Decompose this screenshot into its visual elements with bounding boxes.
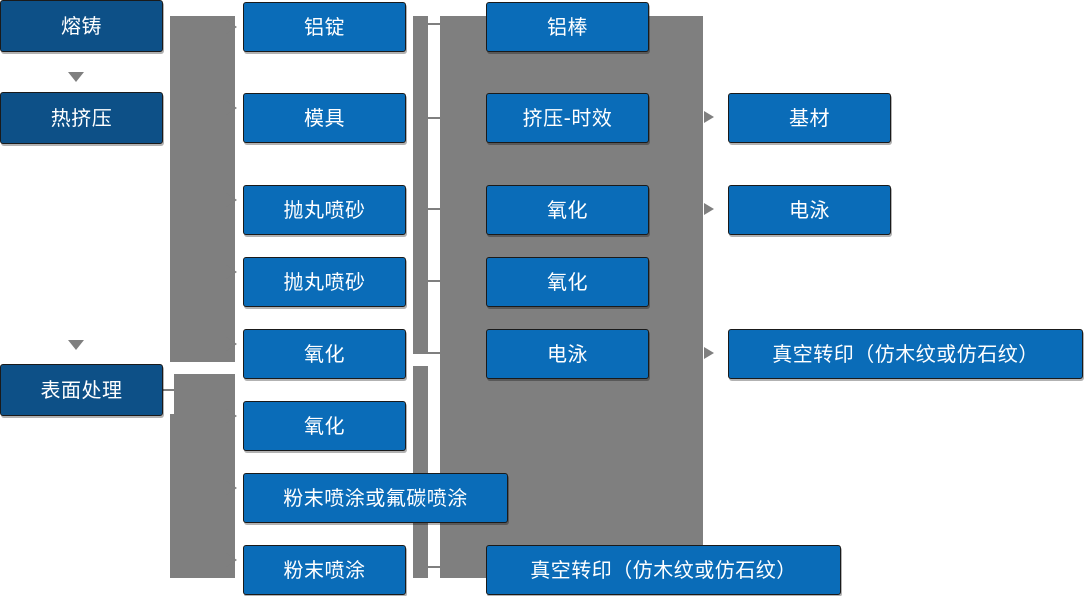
process-box-vacuum-transfer[interactable]: 真空转印（仿木纹或仿石纹） bbox=[486, 545, 841, 595]
process-label-oxidation-2: 氧化 bbox=[547, 270, 588, 294]
material-label-shot-blast-1: 抛丸喷砂 bbox=[283, 198, 366, 222]
process-label-electrophoresis: 电泳 bbox=[547, 342, 588, 366]
process-label-extrude-aging: 挤压-时效 bbox=[522, 106, 613, 130]
material-label-oxidation-1: 氧化 bbox=[304, 342, 345, 366]
material-label-powder-coating: 粉末喷涂 bbox=[283, 558, 366, 582]
stage-label-hot-extrude: 热挤压 bbox=[50, 106, 113, 130]
connector-tick-1 bbox=[428, 23, 442, 25]
material-box-powder-coating[interactable]: 粉末喷涂 bbox=[243, 545, 406, 595]
material-label-powder-or-pvdf: 粉末喷涂或氟碳喷涂 bbox=[283, 486, 468, 510]
stage-label-surface-treat: 表面处理 bbox=[40, 378, 123, 402]
connector-tick-3 bbox=[428, 208, 442, 210]
material-label-shot-blast-2: 抛丸喷砂 bbox=[283, 270, 366, 294]
connector-stub-surface-treat bbox=[163, 389, 187, 391]
stage-label-melt-cast: 熔铸 bbox=[61, 14, 102, 38]
connector-band-left-notch2 bbox=[162, 362, 174, 414]
stage-box-surface-treat[interactable]: 表面处理 bbox=[0, 364, 163, 416]
material-label-aluminum-ingot: 铝锭 bbox=[304, 15, 345, 39]
material-box-shot-blast-1[interactable]: 抛丸喷砂 bbox=[243, 185, 406, 235]
process-label-aluminum-bar: 铝棒 bbox=[547, 15, 588, 39]
material-box-aluminum-ingot[interactable]: 铝锭 bbox=[243, 2, 406, 52]
connector-band-left-trunk bbox=[170, 16, 235, 578]
process-label-oxidation-1: 氧化 bbox=[547, 198, 588, 222]
arrow-band-to-blast1 bbox=[226, 193, 237, 207]
arrow-band-to-ingot bbox=[226, 20, 237, 34]
arrow-melt-to-extrude bbox=[68, 72, 84, 82]
output-label-vacuum-transfer: 真空转印（仿木纹或仿石纹） bbox=[772, 342, 1039, 366]
output-box-vacuum-transfer[interactable]: 真空转印（仿木纹或仿石纹） bbox=[728, 329, 1083, 379]
arrow-band-to-blast2 bbox=[226, 265, 237, 279]
arrow-to-substrate bbox=[704, 111, 714, 123]
material-box-oxidation-2[interactable]: 氧化 bbox=[243, 401, 406, 451]
arrow-band-to-oxidation1 bbox=[226, 337, 237, 351]
arrow-to-electrophoresis bbox=[704, 203, 714, 215]
connector-band-mid-spine-lower bbox=[413, 366, 428, 578]
output-label-electrophoresis: 电泳 bbox=[789, 198, 830, 222]
connector-tick-4 bbox=[428, 280, 442, 282]
connector-tick-6 bbox=[428, 566, 442, 568]
process-box-oxidation-2[interactable]: 氧化 bbox=[486, 257, 649, 307]
arrow-extrude-to-surface bbox=[68, 340, 84, 350]
connector-band-mid-spine-upper bbox=[413, 16, 428, 354]
output-box-electrophoresis[interactable]: 电泳 bbox=[728, 185, 891, 235]
material-box-mold[interactable]: 模具 bbox=[243, 93, 406, 143]
arrow-band-to-oxidation2 bbox=[226, 409, 237, 423]
process-label-vacuum-transfer: 真空转印（仿木纹或仿石纹） bbox=[530, 558, 797, 582]
material-box-powder-or-pvdf[interactable]: 粉末喷涂或氟碳喷涂 bbox=[243, 473, 508, 523]
process-box-oxidation-1[interactable]: 氧化 bbox=[486, 185, 649, 235]
output-label-substrate: 基材 bbox=[789, 106, 830, 130]
process-box-electrophoresis[interactable]: 电泳 bbox=[486, 329, 649, 379]
process-box-aluminum-bar[interactable]: 铝棒 bbox=[486, 2, 649, 52]
stage-box-melt-cast[interactable]: 熔铸 bbox=[0, 0, 163, 52]
process-box-extrude-aging[interactable]: 挤压-时效 bbox=[486, 93, 649, 143]
material-label-mold: 模具 bbox=[304, 106, 345, 130]
connector-band-left-notch bbox=[162, 362, 237, 374]
material-box-oxidation-1[interactable]: 氧化 bbox=[243, 329, 406, 379]
material-box-shot-blast-2[interactable]: 抛丸喷砂 bbox=[243, 257, 406, 307]
arrow-band-to-powder-pvdf bbox=[226, 481, 237, 495]
connector-tick-5 bbox=[428, 352, 442, 354]
arrow-band-to-mold bbox=[226, 101, 237, 115]
output-box-substrate[interactable]: 基材 bbox=[728, 93, 891, 143]
stage-box-hot-extrude[interactable]: 热挤压 bbox=[0, 92, 163, 144]
material-label-oxidation-2: 氧化 bbox=[304, 414, 345, 438]
arrow-band-to-powder bbox=[226, 553, 237, 567]
arrow-to-vacuum-transfer bbox=[704, 347, 714, 359]
connector-tick-2 bbox=[428, 117, 442, 119]
